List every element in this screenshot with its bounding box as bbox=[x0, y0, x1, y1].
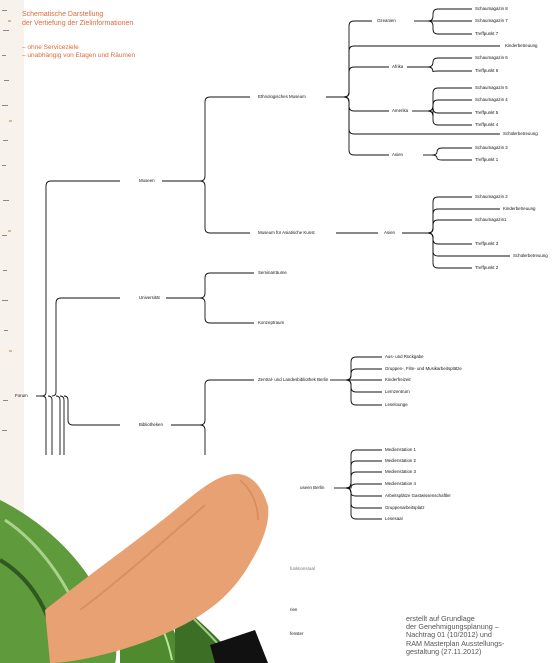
hand-icon bbox=[45, 474, 269, 663]
node-useen-berlin: useen Berlin bbox=[300, 485, 325, 490]
node-fenster: fenster bbox=[290, 631, 304, 636]
leaf-treffpunkt-1: Treffpunkt 1 bbox=[475, 157, 499, 162]
node-funktionsraal: funktionsraal bbox=[290, 566, 315, 571]
leaf-medienstation-2: Medienstation 2 bbox=[385, 458, 416, 463]
leaf-schaumagazin-2: Schaumagazin 2 bbox=[475, 194, 508, 199]
leaf-schaumagazin-8: Schaumagazin 8 bbox=[475, 6, 508, 11]
leaf-schaumagazin-5: Schaumagazin 5 bbox=[475, 85, 508, 90]
leaf-aus-rueckgabe: Aus- und Rückgabe bbox=[385, 354, 424, 359]
node-universitaet: Universität bbox=[139, 295, 160, 300]
leaf-medienstation-1: Medienstation 1 bbox=[385, 447, 416, 452]
leaf-schaumagazin-7: Schaumagazin 7 bbox=[475, 18, 508, 23]
leaf-treffpunkt-5: Treffpunkt 5 bbox=[475, 110, 499, 115]
node-konzeptraum: Konzeptraum bbox=[258, 320, 285, 325]
leaf-gastwissenschaftler: Arbeitsplätze Gastwissenschaftler bbox=[385, 493, 451, 498]
leaf-treffpunkt-6: Treffpunkt 6 bbox=[475, 68, 499, 73]
node-asien-asiatisch: Asien bbox=[384, 230, 395, 235]
leaf-medienstation-3: Medienstation 3 bbox=[385, 469, 416, 474]
node-afrika: Afrika bbox=[392, 64, 404, 69]
node-ozeanien: Ozeanien bbox=[377, 18, 396, 23]
node-ethnologisches-museum: Ethnologisches Museum bbox=[258, 94, 306, 99]
leaf-schaumagazin-4: Schaumagazin 4 bbox=[475, 97, 508, 102]
node-asien-ethno: Asien bbox=[392, 152, 403, 157]
node-zlb: Zentral- und Landesbibliothek Berlin bbox=[258, 377, 329, 382]
leaf-medienstation-4: Medienstation 4 bbox=[385, 481, 416, 486]
node-bibliotheken: Bibliotheken bbox=[139, 422, 163, 427]
leaf-kinderbetreuung-1: Kinderbetreuung bbox=[505, 43, 538, 48]
note-line-1: erstellt auf Grundlage bbox=[406, 614, 475, 623]
leaf-schaumagazin-1: Schaumagazin1 bbox=[475, 217, 507, 222]
leaf-schuelerbetreuung-2: Schülerbetreuung bbox=[513, 253, 548, 258]
leaf-gruppen-arbeitsplaetze: Gruppen-, Film- und Musikarbeitsplätze bbox=[385, 366, 462, 371]
title-line-2: der Vertiefung der Zielinformationen bbox=[22, 20, 134, 27]
node-forum: Forum bbox=[15, 393, 28, 398]
title-line-1: Schematische Darstellung bbox=[22, 11, 104, 18]
leaf-lernzentrum: Lernzentrum bbox=[385, 389, 410, 394]
leaf-lesesaal: Lesesaal bbox=[385, 516, 403, 521]
note-line-2: der Genehmigungsplanung – bbox=[406, 622, 499, 631]
node-seminarraeume: Seminarräume bbox=[258, 270, 287, 275]
node-museen: Museen bbox=[139, 178, 155, 183]
node-rien: rien bbox=[290, 607, 298, 612]
leaf-gruppenarbeitsplatz: Gruppenarbeitsplatz bbox=[385, 505, 425, 510]
leaf-schaumagazin-3: Schaumagazin 3 bbox=[475, 145, 508, 150]
node-amerika: Amerika bbox=[392, 108, 409, 113]
leaf-schaumagazin-6: Schaumagazin 6 bbox=[475, 55, 508, 60]
note-line-5: gestaltung (27.11.2012) bbox=[406, 647, 482, 656]
node-asiatische-kunst: Museum für Asiatische Kunst bbox=[258, 230, 315, 235]
dark-object bbox=[210, 630, 268, 663]
leaf-treffpunkt-7: Treffpunkt 7 bbox=[475, 31, 499, 36]
leaf-kinderbetreuung-2: Kinderbetreuung bbox=[503, 206, 536, 211]
leaf-treffpunkt-4: Treffpunkt 4 bbox=[475, 122, 499, 127]
bullet-1: – ohne Serviceziele bbox=[22, 44, 79, 51]
leaf-treffpunkt-2: Treffpunkt 2 bbox=[475, 265, 499, 270]
note-line-3: Nachtrag 01 (10/2012) und bbox=[406, 630, 492, 639]
leaf-leselounge: Leselounge bbox=[385, 402, 408, 407]
note-line-4: RAM Masterplan Ausstellungs- bbox=[406, 639, 505, 648]
leaf-treffpunkt-3: Treffpunkt 3 bbox=[475, 241, 499, 246]
leaf-kinderfreizeit: Kinderfreizeit bbox=[385, 377, 411, 382]
leaf-schuelerbetreuung-1: Schülerbetreuung bbox=[503, 131, 538, 136]
bullet-2: – unabhängig von Etagen und Räumen bbox=[22, 52, 136, 59]
